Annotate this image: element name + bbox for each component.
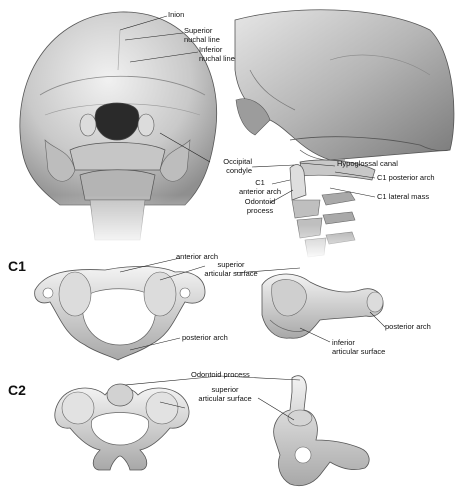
c2-lateral-view (273, 375, 370, 487)
label-c2-superior-articular-surface: superior articular surface (198, 385, 252, 403)
leader-lines (119, 15, 386, 421)
label-c1-inferior-articular-surface: inferior articular surface (332, 338, 386, 356)
c1-superior-view (34, 266, 206, 361)
section-title-c1: C1 (8, 258, 26, 274)
label-c1-posterior-arch-right: posterior arch (385, 322, 431, 331)
label-odontoid-process-side: Odontoid process (244, 197, 276, 215)
label-c2-odontoid-process: Odontoid process (191, 370, 250, 379)
label-superior-nuchal-line: Superior nuchal line (184, 26, 220, 44)
label-c1-lateral-mass: C1 lateral mass (377, 192, 430, 201)
section-title-c2: C2 (8, 382, 26, 398)
label-c1-anterior-arch: C1 anterior arch (238, 178, 282, 196)
label-occipital-condyle: Occipital condyle (223, 157, 252, 175)
c1-lateral-view (261, 273, 384, 339)
c2-superior-view (54, 383, 190, 471)
lateral-skull-view (230, 9, 458, 260)
label-c1-posterior-arch: C1 posterior arch (377, 173, 435, 182)
label-hypoglossal-canal: Hypoglossal canal (337, 159, 398, 168)
label-c1-superior-articular-surface: superior articular surface (204, 260, 258, 278)
label-c1-posterior-arch-bottom: posterior arch (182, 333, 228, 342)
label-c1-anterior-arch-top: anterior arch (176, 252, 219, 261)
posterior-skull-view (19, 11, 220, 250)
label-inferior-nuchal-line: Inferior nuchal line (199, 45, 235, 63)
label-inion: Inion (168, 10, 185, 19)
